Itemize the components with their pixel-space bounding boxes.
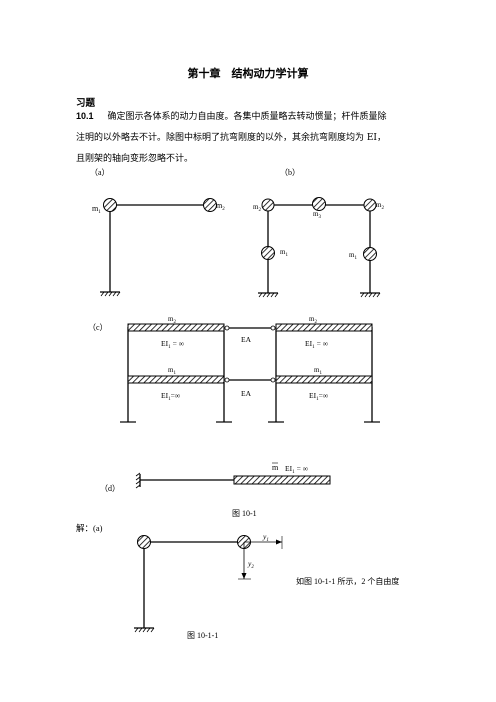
arrow-right-icon — [276, 539, 282, 545]
figure-b-tag: （b） — [280, 168, 300, 177]
figure-a: （a） m1 m2 — [90, 168, 225, 297]
figure-c-rigid-beam-upper-right — [275, 323, 373, 332]
figure-a-m2-label: m2 — [216, 201, 225, 212]
figure-c-m1-right-label: m1 — [314, 366, 322, 376]
fixed-support-icon — [258, 292, 279, 298]
figure-b: （b） m2 m3 m2 m1 m1 — [253, 168, 384, 298]
hinge-icon — [270, 325, 276, 331]
solution-caption: 图 10-1-1 — [187, 631, 218, 640]
figure-caption: 图 10-1 — [232, 509, 257, 518]
figure-d: （d） m EI1= ∞ — [100, 462, 331, 493]
figure-c-ea-lower-label: EA — [241, 389, 252, 398]
mass-m1-right-icon — [363, 247, 377, 261]
mass-m3-icon — [312, 197, 326, 211]
figure-c-m1-left-label: m1 — [168, 366, 176, 376]
figure-d-tag: （d） — [100, 484, 120, 493]
figure-c-rigid-beam-upper-left — [127, 323, 225, 332]
mass-m2-right-icon — [363, 198, 377, 212]
section-title: 习题 — [76, 98, 96, 109]
figure-a-m1-label: m1 — [92, 204, 101, 215]
mass-icon — [137, 535, 151, 549]
figure-c-ei-upper-right: EI1= ∞ — [305, 339, 328, 350]
chapter-title: 第十章 结构动力学计算 — [187, 67, 309, 80]
fixed-support-icon — [100, 291, 121, 297]
figure-c-rigid-beam-lower-right — [275, 375, 373, 384]
problem-line-1: 10.1 确定图示各体系的动力自由度。各集中质量略去转动惯量；杆件质量除 — [76, 109, 387, 122]
mass-m2-icon — [203, 198, 217, 212]
figure-c-m2-right-label: m2 — [309, 315, 317, 325]
problem-line-3: 且刚架的轴向变形忽略不计。 — [76, 154, 194, 164]
problem-line-2: 注明的以外略去不计。除图中标明了抗弯刚度的以外，其余抗弯刚度均为 EI， — [76, 133, 386, 143]
y2-label: y2 — [247, 559, 254, 570]
problem-number: 10.1 — [76, 111, 94, 121]
problem-text-1: 确定图示各体系的动力自由度。各集中质量略去转动惯量；杆件质量除 — [107, 112, 387, 122]
figure-c-ei-upper-left: EI1= ∞ — [161, 339, 184, 350]
figure-c-ea-upper-label: EA — [241, 335, 252, 344]
figure-d-ei-label: EI1= ∞ — [285, 464, 308, 475]
figure-b-m1-right-label: m1 — [349, 251, 357, 261]
figure-a-tag: （a） — [90, 168, 110, 177]
hinge-icon — [224, 325, 230, 331]
arrow-down-icon — [241, 573, 247, 579]
figure-d-m-label: m — [272, 463, 279, 472]
figure-c-m2-left-label: m2 — [168, 315, 176, 325]
figure-b-m3-label: m3 — [313, 210, 321, 220]
figure-c-rigid-beam-lower-left — [127, 375, 225, 384]
hinge-icon — [224, 377, 230, 383]
figure-b-m2-right-label: m2 — [376, 201, 384, 211]
mass-m2-left-icon — [261, 198, 275, 212]
fixed-support-icon — [134, 627, 155, 633]
mass-m1-icon — [103, 198, 117, 212]
y1-label: y1 — [262, 532, 269, 543]
figure-c-ei-lower-left: EI1=∞ — [161, 391, 180, 402]
solution-text: 如图 10-1-1 所示，2 个自由度 — [296, 576, 399, 586]
mass-m1-left-icon — [261, 246, 275, 260]
fixed-support-icon — [360, 292, 381, 298]
figure-b-m1-left-label: m1 — [280, 248, 288, 258]
solution-label: 解：(a) — [76, 523, 103, 533]
hinge-icon — [270, 377, 276, 383]
figure-c-ei-lower-right: EI1=∞ — [309, 391, 328, 402]
figure-c: （c） m2 m2 EI1= ∞ EI1= ∞ EA m1 m1 EI1=∞ E… — [88, 315, 380, 423]
figure-b-m2-left-label: m2 — [253, 203, 261, 213]
figure-d-rigid-beam — [233, 475, 331, 485]
figure-c-tag: （c） — [88, 323, 108, 332]
fixed-wall-icon — [135, 472, 141, 489]
solution-figure: 解：(a) y1 y2 如图 10-1-1 所示，2 个自由度 图 10-1-1 — [76, 523, 399, 640]
